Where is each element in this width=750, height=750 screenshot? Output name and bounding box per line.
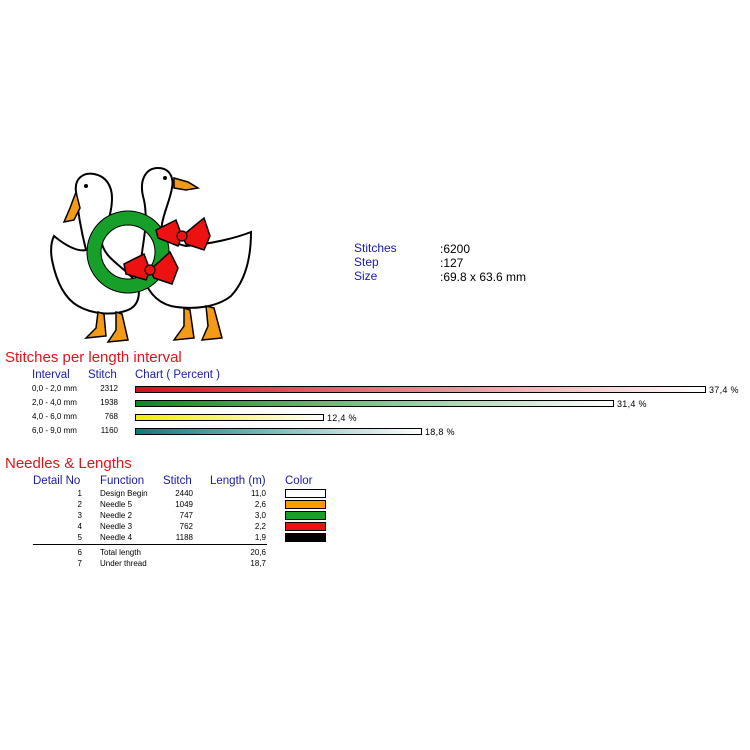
size-label: Size <box>354 269 378 283</box>
needle-length: 1,9 <box>254 533 266 542</box>
interval-bar <box>135 428 422 435</box>
needles-section-title: Needles & Lengths <box>5 455 132 472</box>
needle-color-swatch <box>285 489 326 498</box>
needle-detail-no: 4 <box>77 522 82 531</box>
needle-detail-no: 5 <box>77 533 82 542</box>
needle-stitch-count: 747 <box>179 511 193 520</box>
step-label: Step <box>354 255 379 269</box>
total-function: Under thread <box>100 559 147 568</box>
stitches-label: Stitches <box>354 241 397 255</box>
total-detail-no: 6 <box>77 548 82 557</box>
interval-range: 6,0 - 9,0 mm <box>32 426 77 435</box>
interval-percent-label: 12,4 % <box>327 413 357 423</box>
needle-color-swatch <box>285 533 326 542</box>
interval-bar <box>135 386 706 393</box>
design-preview-image <box>50 166 253 343</box>
needle-length: 11,0 <box>251 489 266 498</box>
totals-divider <box>33 544 267 545</box>
total-detail-no: 7 <box>77 559 82 568</box>
needle-function: Needle 3 <box>100 522 133 531</box>
needle-color-swatch <box>285 511 326 520</box>
total-length: 18,7 <box>250 559 266 568</box>
needle-color-swatch <box>285 522 326 531</box>
needle-length: 3,0 <box>254 511 266 520</box>
needle-function: Needle 2 <box>100 511 133 520</box>
function-header: Function <box>100 475 145 487</box>
interval-percent-label: 31,4 % <box>617 399 647 409</box>
needle-detail-no: 3 <box>77 511 82 520</box>
needle-detail-no: 2 <box>77 500 82 509</box>
interval-stitch-count: 1160 <box>100 426 118 435</box>
interval-range: 0,0 - 2,0 mm <box>32 384 77 393</box>
interval-stitch-count: 1938 <box>100 398 118 407</box>
needle-stitch-header: Stitch <box>163 475 192 487</box>
needle-stitch-count: 2440 <box>175 489 193 498</box>
detail-no-header: Detail No <box>33 475 81 487</box>
needle-function: Needle 4 <box>100 533 133 542</box>
interval-section-title: Stitches per length interval <box>5 349 182 366</box>
length-header: Length (m) <box>210 475 266 487</box>
interval-percent-label: 18,8 % <box>425 427 455 437</box>
needle-color-swatch <box>285 500 326 509</box>
interval-bar <box>135 414 324 421</box>
interval-header: Interval <box>32 369 70 381</box>
chart-percent-header: Chart ( Percent ) <box>135 369 220 381</box>
color-header: Color <box>285 475 313 487</box>
needle-stitch-count: 762 <box>179 522 193 531</box>
interval-stitch-count: 2312 <box>100 384 118 393</box>
needle-stitch-count: 1049 <box>175 500 193 509</box>
interval-stitch-count: 768 <box>104 412 118 421</box>
interval-range: 2,0 - 4,0 mm <box>32 398 77 407</box>
needle-function: Needle 5 <box>100 500 133 509</box>
needle-stitch-count: 1188 <box>175 533 193 542</box>
total-function: Total length <box>100 548 141 557</box>
interval-bar <box>135 400 614 407</box>
stitches-value: :6200 <box>440 242 471 256</box>
needle-function: Design Begin <box>100 489 148 498</box>
needle-length: 2,6 <box>254 500 266 509</box>
needle-length: 2,2 <box>254 522 266 531</box>
total-length: 20,6 <box>250 548 266 557</box>
interval-range: 4,0 - 6,0 mm <box>32 412 77 421</box>
step-value: :127 <box>440 256 464 270</box>
wreath <box>87 211 169 293</box>
size-value: :69.8 x 63.6 mm <box>440 270 527 284</box>
needle-detail-no: 1 <box>77 489 82 498</box>
interval-percent-label: 37,4 % <box>709 385 739 395</box>
interval-stitch-header: Stitch <box>88 369 117 381</box>
